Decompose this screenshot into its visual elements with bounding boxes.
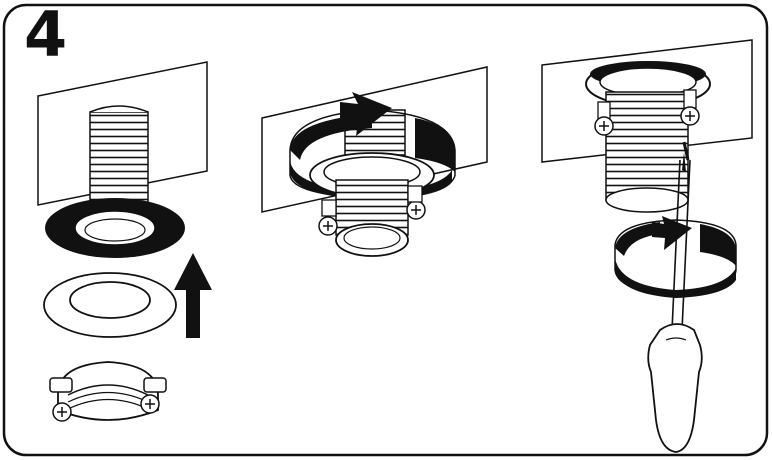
step-number: 4 bbox=[24, 4, 67, 66]
flat-washer bbox=[44, 273, 176, 337]
rubber-washer bbox=[45, 198, 185, 258]
